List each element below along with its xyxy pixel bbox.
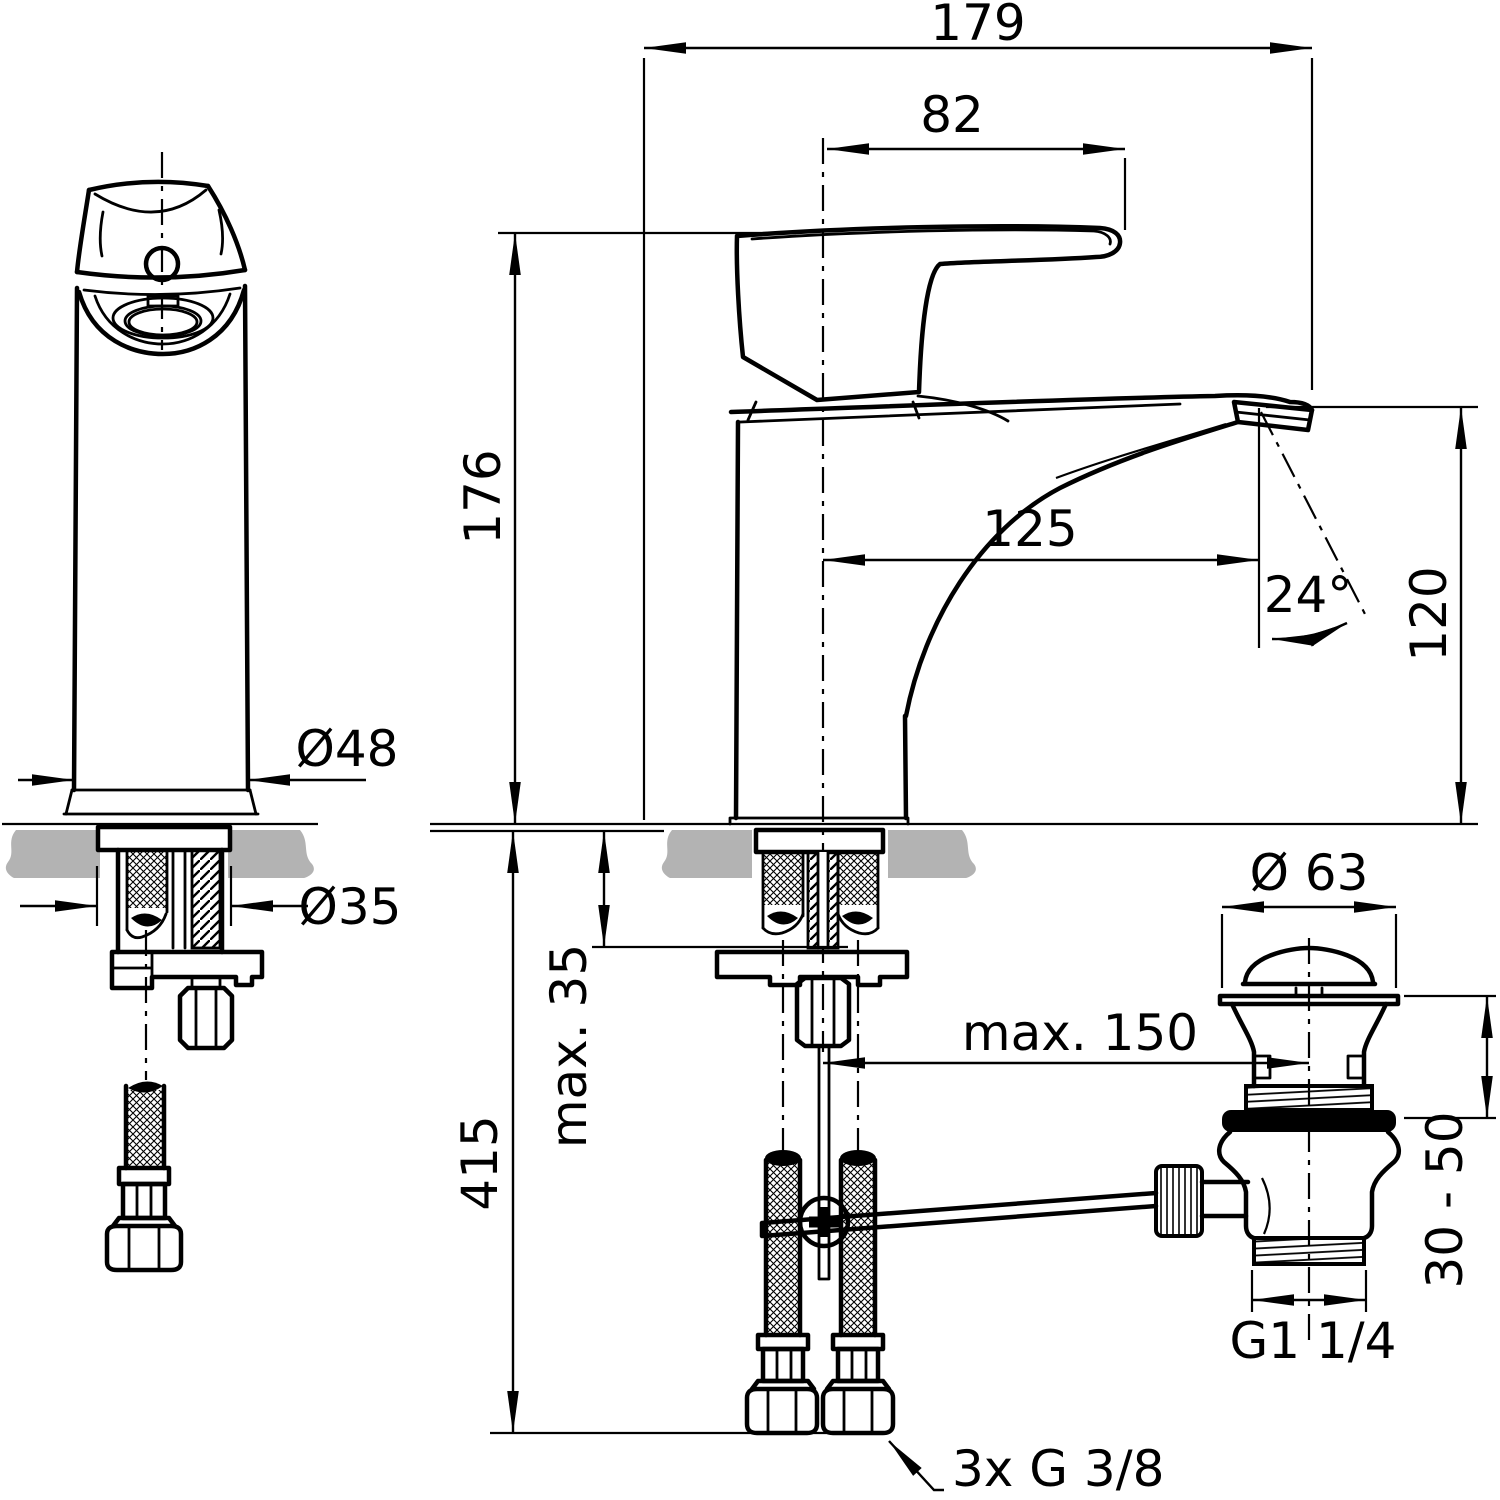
mounting-front (95, 824, 265, 1080)
dim-label: 120 (1400, 566, 1458, 661)
lever-handle (734, 224, 1123, 423)
dim-label: 415 (451, 1115, 509, 1210)
body-front (62, 283, 260, 816)
hose-nut (744, 1386, 820, 1436)
dimensions: 179 82 176 125 24° 120 (18, 0, 1496, 1498)
mounting-bracket-front (109, 949, 265, 991)
aerator-mesh (127, 307, 199, 337)
dim-125: 125 (823, 408, 1261, 648)
dim-35: Ø35 (20, 866, 401, 936)
spout-head-front (76, 286, 247, 357)
dim-label: max. 35 (540, 944, 598, 1148)
threaded-stud-front (190, 848, 222, 950)
dim-179: 179 (642, 0, 1314, 820)
dim-label: 3x G 3/8 (952, 1440, 1164, 1498)
dim-label: Ø48 (296, 720, 399, 778)
hose-braid (127, 850, 167, 908)
supply-hoses-side (744, 1150, 896, 1436)
dim-label: Ø35 (299, 878, 402, 936)
supply-hose-front (104, 1081, 184, 1273)
dim-48: Ø48 (18, 720, 399, 786)
dim-g38: 3x G 3/8 (888, 1440, 1164, 1498)
drain-thread-upper (1244, 1084, 1374, 1112)
drain-body (1154, 993, 1402, 1266)
handle-front (74, 179, 248, 283)
counter-surface (2, 822, 1478, 878)
drain-thread-lower (1252, 1236, 1366, 1266)
dim-label: 125 (982, 500, 1077, 558)
dim-24deg: 24° (1260, 411, 1367, 647)
drain-gasket (1222, 1110, 1396, 1132)
dim-120: 120 (1266, 405, 1478, 824)
dim-label: G1 1/4 (1230, 1312, 1397, 1370)
hex-nut-front (177, 985, 235, 1051)
dim-3050: 30 - 50 (1404, 994, 1496, 1289)
dim-g114: G1 1/4 (1230, 1270, 1397, 1370)
dim-max35: max. 35 (540, 831, 848, 1148)
dim-label: 30 - 50 (1416, 1111, 1474, 1288)
mounting-side (714, 827, 910, 1160)
counter-left-side (661, 830, 752, 878)
hose-nut (820, 1386, 896, 1436)
side-view (490, 138, 1315, 1436)
dim-label: 82 (920, 86, 984, 144)
front-view (62, 152, 265, 1273)
dim-label: Ø 63 (1250, 844, 1369, 902)
drain-assembly (1154, 938, 1402, 1345)
dim-label: max. 150 (962, 1004, 1198, 1062)
body-spout-side (728, 393, 1315, 826)
dim-82: 82 (827, 86, 1127, 230)
dim-label: 24° (1264, 566, 1353, 624)
clamp-screw-cross (809, 1207, 839, 1237)
dim-176: 176 (454, 231, 796, 824)
hose-nut-front (104, 1223, 184, 1273)
dim-415: 415 (451, 831, 519, 1433)
popup-rod (759, 1046, 1159, 1281)
handle-button (143, 245, 181, 283)
dim-max150: max. 150 (823, 1004, 1309, 1069)
hex-nut-side (794, 975, 852, 1049)
counter-right-front (228, 830, 314, 878)
dim-63: Ø 63 (1220, 844, 1398, 988)
dim-label: 179 (930, 0, 1025, 52)
dim-label: 176 (454, 449, 512, 544)
counter-left-front (5, 830, 100, 878)
lever-knurled-knob (1154, 1164, 1204, 1238)
counter-right-side (888, 830, 976, 878)
